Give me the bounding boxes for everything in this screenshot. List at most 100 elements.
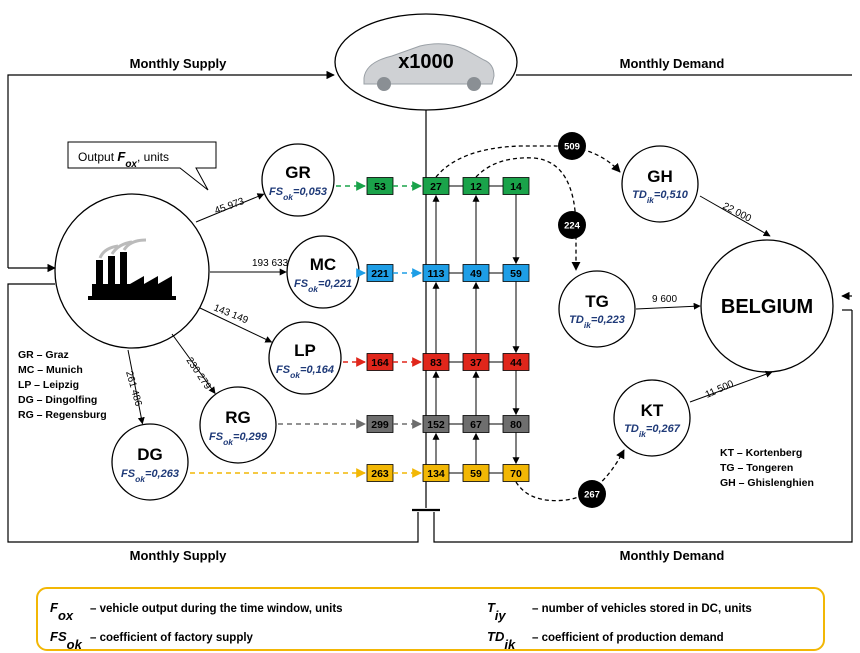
- output-callout-label: Output Fox, units: [78, 149, 169, 170]
- plant-label: GR: [285, 163, 311, 182]
- warehouse-cell: 70: [502, 464, 530, 482]
- svg-text:– vehicle output during the ti: – vehicle output during the time window,…: [90, 603, 343, 615]
- dc-label: TG: [585, 292, 609, 311]
- plant-coefficient: FSok=0,053: [269, 186, 327, 202]
- supply-demand-frame: [7, 70, 853, 543]
- warehouse-cell-rect: [462, 264, 490, 282]
- warehouse-cell: 37: [462, 353, 490, 371]
- supply-box-value: 263: [371, 468, 389, 480]
- transfer-badge: 224: [558, 211, 586, 239]
- transfer-badge: 509: [558, 132, 586, 160]
- transfer-path: [475, 157, 581, 271]
- warehouse-cell-value: 67: [470, 419, 482, 431]
- warehouse-cell-value: 49: [470, 268, 482, 280]
- dc-flow-arrow: [699, 195, 771, 237]
- dc-label: KT: [641, 401, 664, 420]
- svg-text:TDik: TDik: [487, 629, 516, 652]
- plant-legend-item: RG – Regensburg: [18, 409, 107, 421]
- supply-box: 221: [366, 264, 394, 282]
- dc-circle: [621, 145, 699, 223]
- plant-legend-item: LP – Leipzig: [18, 379, 79, 391]
- svg-text:Tiy: Tiy: [487, 600, 506, 623]
- transfer-badge-value: 224: [564, 221, 581, 232]
- warehouse-cell: 134: [422, 464, 450, 482]
- monthly-demand-top: Monthly Demand: [620, 56, 725, 71]
- monthly-supply-bottom: Monthly Supply: [130, 548, 228, 563]
- warehouse-cell: 80: [502, 415, 530, 433]
- supply-box: 53: [366, 177, 394, 195]
- flow-arrow: [195, 193, 265, 223]
- definition-item: TDik – coefficient of production demand: [487, 629, 724, 652]
- flow-value: 230 279: [184, 356, 214, 392]
- belgium-label: BELGIUM: [721, 296, 813, 318]
- plant-legend-item: GR – Graz: [18, 349, 69, 361]
- warehouse-cell-value: 12: [470, 181, 482, 193]
- warehouse-cell-value: 27: [430, 181, 442, 193]
- warehouse-cell-value: 37: [470, 357, 482, 369]
- plant-label: DG: [137, 445, 163, 464]
- warehouse-cell-value: 134: [427, 468, 445, 480]
- supply-box: 299: [366, 415, 394, 433]
- warehouse-cell: 49: [462, 264, 490, 282]
- plant-gr: 45 973 GR FSok=0,053 53: [195, 143, 422, 223]
- transfer-path: [435, 145, 621, 178]
- dc-legend-item: TG – Tongeren: [720, 462, 793, 474]
- plant-coefficient: FSok=0,164: [276, 364, 334, 380]
- flow-arrow: [199, 307, 273, 343]
- svg-text:– number of vehicles stored in: – number of vehicles stored in DC, units: [532, 603, 752, 615]
- flow-value: 45 973: [213, 196, 246, 217]
- svg-text:– coefficient of factory suppl: – coefficient of factory supply: [90, 632, 254, 644]
- warehouse-cell: 83: [422, 353, 450, 371]
- warehouse-cell-value: 70: [510, 468, 522, 480]
- car-node: x1000: [334, 13, 518, 111]
- supply-box-value: 53: [374, 181, 386, 193]
- flow-value: 193 633: [252, 258, 289, 269]
- dc-flow-value: 22 000: [721, 201, 754, 225]
- supply-box-value: 221: [371, 268, 389, 280]
- svg-text:FSok: FSok: [50, 629, 83, 652]
- warehouse-cell-rect: [462, 415, 490, 433]
- monthly-demand-bottom: Monthly Demand: [620, 548, 725, 563]
- supply-box-value: 164: [371, 357, 389, 369]
- warehouse-cell-rect: [502, 177, 530, 195]
- car-multiplier-label: x1000: [398, 51, 454, 73]
- flow-value: 261 486: [123, 370, 144, 408]
- definition-item: FSok – coefficient of factory supply: [50, 629, 254, 652]
- warehouse-cell-rect: [462, 177, 490, 195]
- dc-legend-item: GH – Ghislenghien: [720, 477, 814, 489]
- factory-node: [54, 193, 210, 349]
- warehouse-cell-value: 44: [510, 357, 522, 369]
- warehouse-cell-value: 59: [470, 468, 482, 480]
- warehouse-cell-value: 152: [427, 419, 445, 431]
- svg-text:Fox: Fox: [50, 600, 74, 623]
- warehouse-cell-rect: [422, 264, 450, 282]
- plant-circle: [199, 386, 277, 464]
- transfer-badge-value: 509: [564, 142, 580, 153]
- warehouse-cell-value: 59: [510, 268, 522, 280]
- plant-coefficient: FSok=0,299: [209, 431, 268, 447]
- dc-flow-value: 9 600: [652, 294, 677, 305]
- plant-legend-item: MC – Munich: [18, 364, 83, 376]
- warehouse-cell: 67: [462, 415, 490, 433]
- plant-circle: [268, 321, 342, 395]
- warehouse-cell-rect: [422, 353, 450, 371]
- supply-box: 263: [366, 464, 394, 482]
- factory-icon: [88, 238, 176, 300]
- plant-circle: [261, 143, 335, 217]
- warehouse-cell: 59: [502, 264, 530, 282]
- warehouse-cell: 44: [502, 353, 530, 371]
- transfer-badge-circle: [578, 480, 606, 508]
- warehouse-cell: 27: [422, 177, 450, 195]
- plant-label: MC: [310, 255, 336, 274]
- warehouse-cell-rect: [502, 353, 530, 371]
- definition-item: Fox – vehicle output during the time win…: [50, 600, 343, 623]
- supply-box: 164: [366, 353, 394, 371]
- transfer-path: [515, 449, 625, 502]
- dc-coefficient: TDik=0,223: [569, 314, 625, 330]
- dc-tg: 9 600 TG TDik=0,223: [558, 270, 701, 348]
